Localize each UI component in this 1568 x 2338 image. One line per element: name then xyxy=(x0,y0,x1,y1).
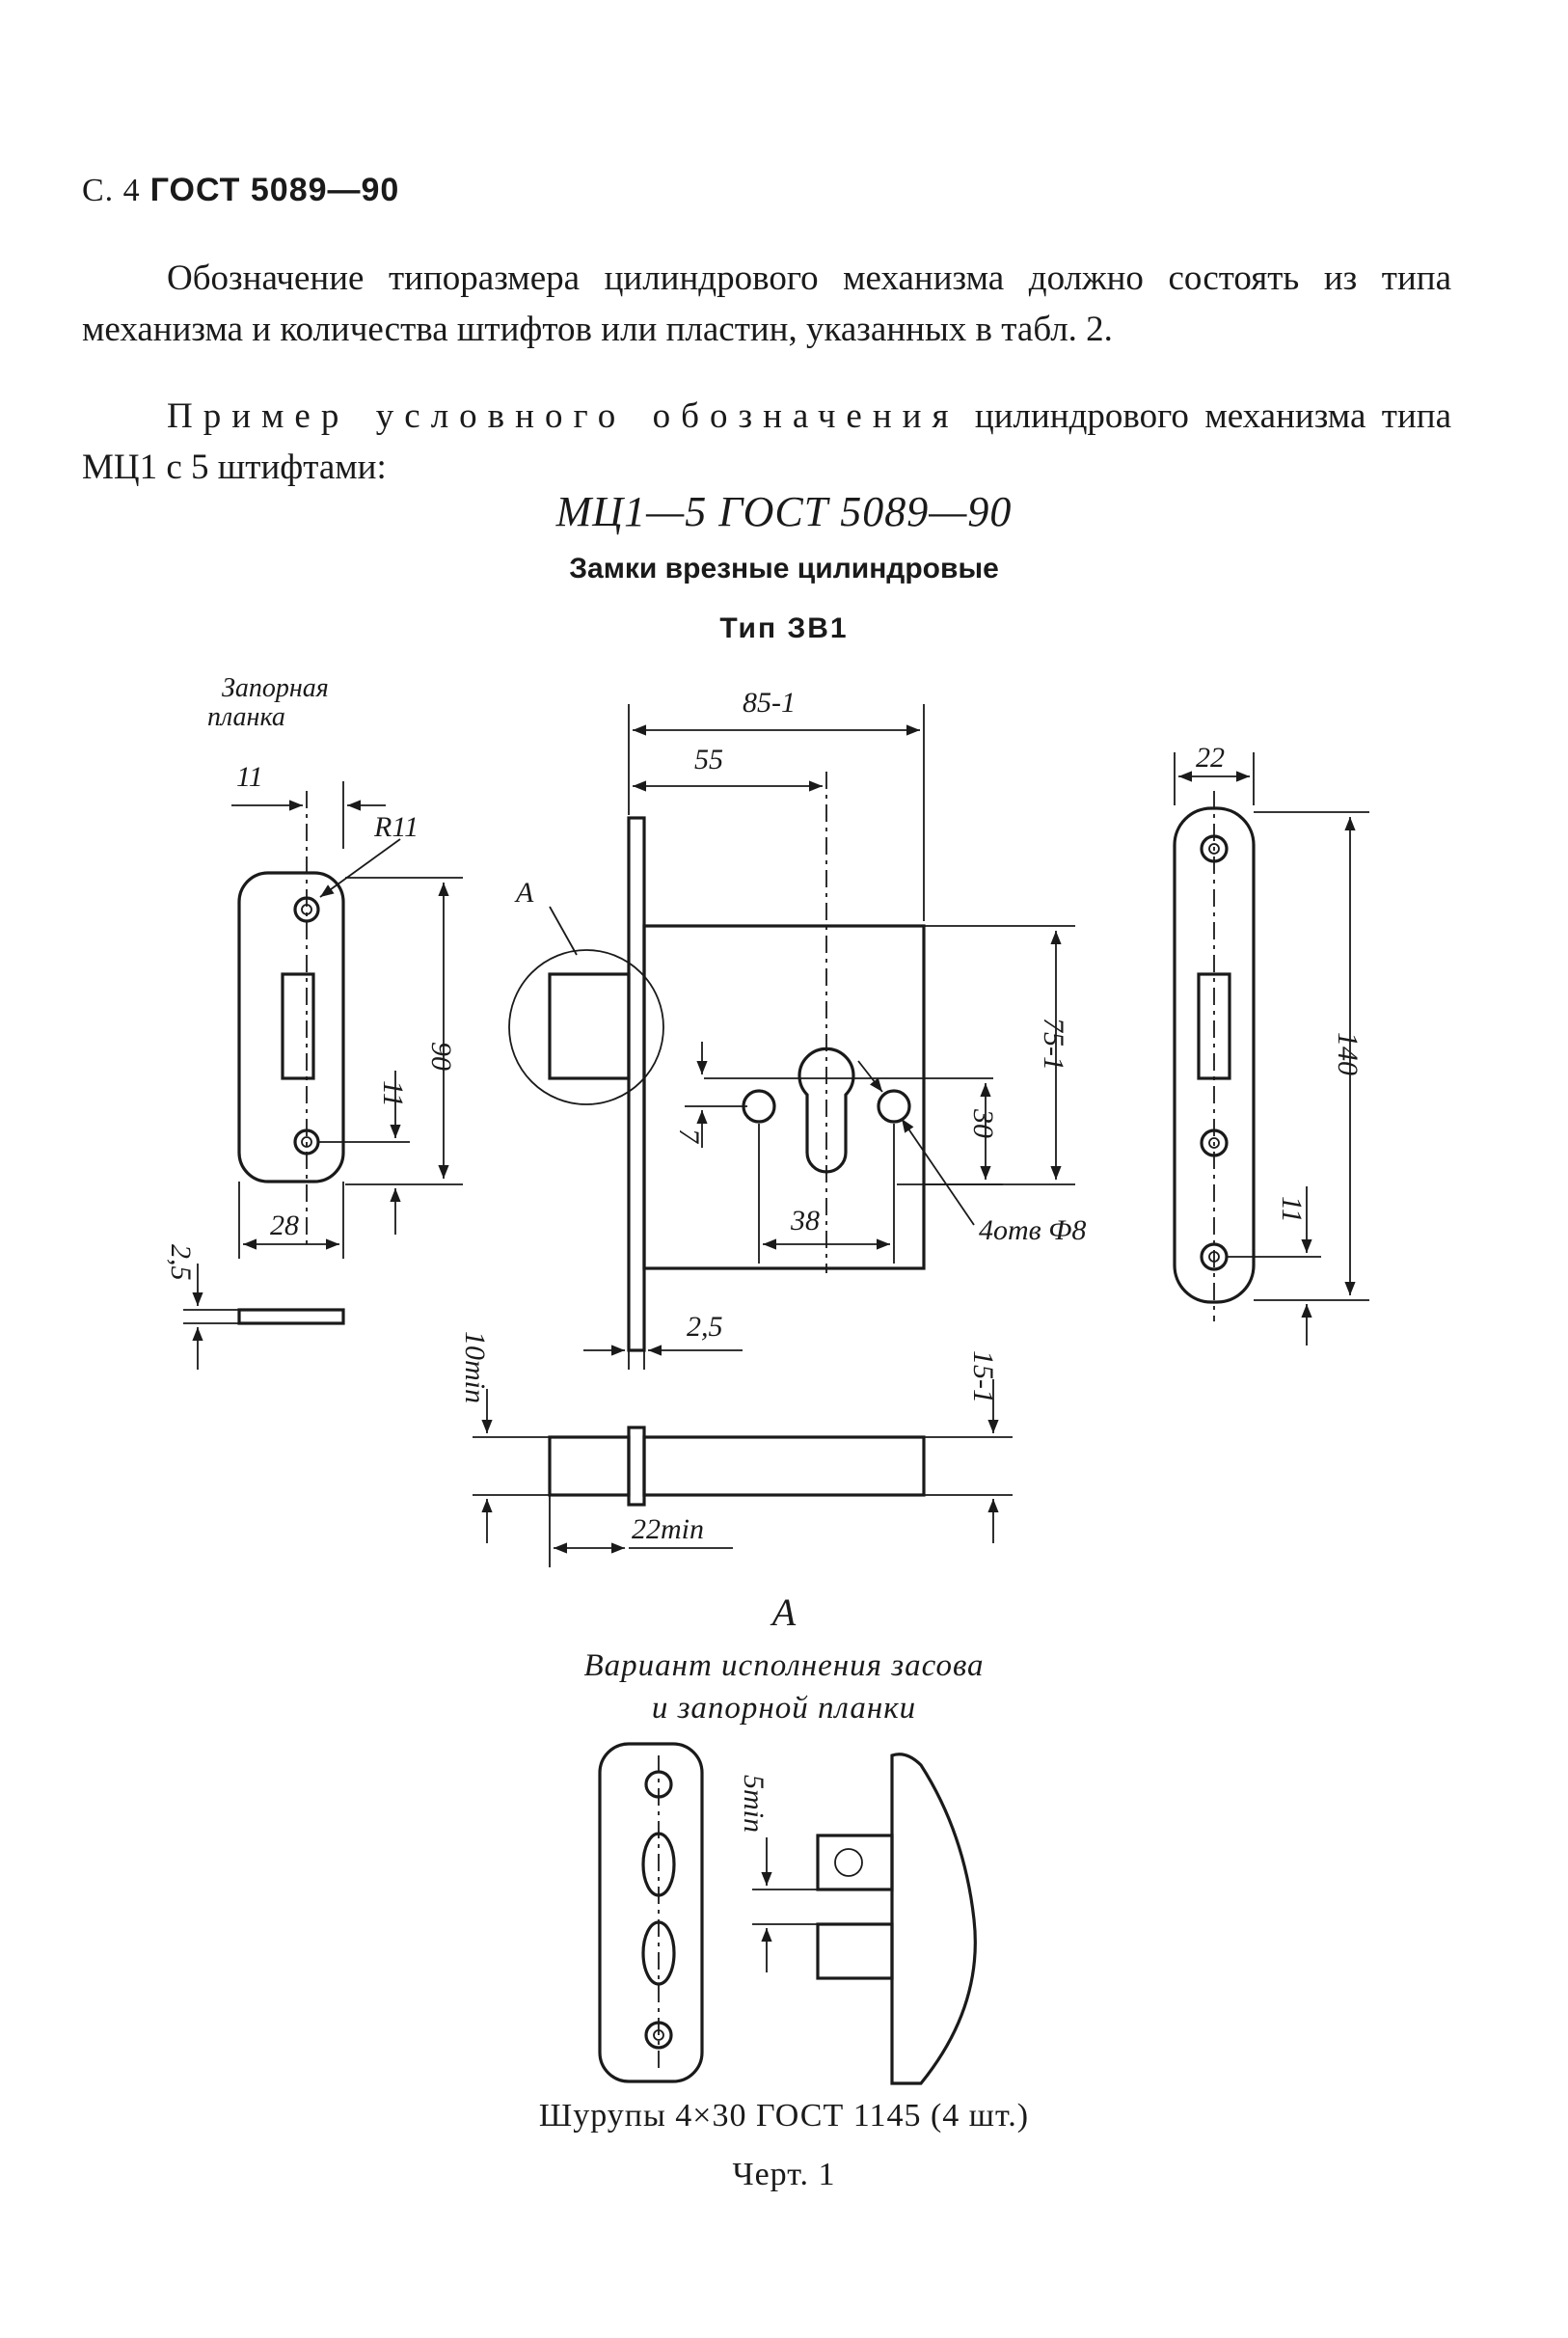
dim-15: 15-1 xyxy=(967,1350,999,1403)
variant-caption-line-1: Вариант исполнения засова xyxy=(583,1648,985,1683)
strike-plate-label-2: планка xyxy=(207,702,285,732)
variant-bolt-lower xyxy=(816,1922,894,1980)
variant-caption-line-2: и запорной планки xyxy=(651,1691,917,1726)
strike-plate-label-1: Запорная xyxy=(222,673,329,703)
drawing-title: Замки врезные цилиндровые xyxy=(569,553,999,584)
variant-caption: Вариант исполнения засова и запорной пла… xyxy=(0,1645,1568,1729)
dim-85: 85-1 xyxy=(743,687,796,719)
detail-circle-a xyxy=(508,949,664,1105)
cylinder-hole xyxy=(798,1047,855,1174)
dim-2-5-plate: 2,5 xyxy=(165,1244,197,1281)
strike-plate-thickness xyxy=(237,1308,345,1325)
dim-11-top: 11 xyxy=(236,761,263,793)
dim-11-bottom: 11 xyxy=(377,1080,409,1107)
dim-11-faceplate: 11 xyxy=(1276,1196,1308,1223)
view-a-label: А xyxy=(771,1590,797,1634)
lock-body: А 85-1 55 75-1 30 7 38 xyxy=(508,687,1086,1370)
variant-bolt-plate xyxy=(890,1753,977,2085)
example-rest: цилиндрового механизма типа МЦ1 с 5 штиф… xyxy=(82,396,1452,487)
strike-plate-slot xyxy=(281,972,315,1080)
dim-2-5-faceplate: 2,5 xyxy=(687,1311,723,1343)
paragraph-example: Пример условного обозначения цилиндровог… xyxy=(82,391,1451,493)
dim-30: 30 xyxy=(967,1108,999,1138)
bolt-section: 10min 15-1 22min xyxy=(459,1331,1013,1567)
variant-strike-plate xyxy=(598,1742,704,2083)
paragraph-designation-rule: Обозначение типоразмера цилиндрового мех… xyxy=(82,258,1451,349)
page-number: С. 4 xyxy=(82,173,141,208)
drawing-subtitle: Тип ЗВ1 xyxy=(719,612,849,644)
dim-5min: 5min xyxy=(738,1775,770,1833)
bolt-section-left xyxy=(548,1435,631,1497)
dim-140: 140 xyxy=(1332,1032,1364,1075)
fixing-hole-right xyxy=(877,1089,911,1124)
dim-10min: 10min xyxy=(459,1331,491,1403)
dim-75: 75-1 xyxy=(1038,1018,1069,1071)
dim-22: 22 xyxy=(1196,742,1225,774)
example-designation: МЦ1—5 ГОСТ 5089—90 xyxy=(555,488,1013,535)
strike-plate: Запорная планка 11 R11 90 11 28 xyxy=(165,673,463,1370)
strike-plate-body xyxy=(237,871,345,1183)
lock-case xyxy=(642,924,926,1270)
bolt xyxy=(548,972,631,1080)
dim-38: 38 xyxy=(790,1205,820,1237)
screws-note: Шурупы 4×30 ГОСТ 1145 (4 шт.) xyxy=(538,2098,1030,2134)
dim-22min: 22min xyxy=(632,1513,704,1545)
fixing-hole-left xyxy=(742,1089,776,1124)
variant-bolt-upper xyxy=(816,1834,894,1891)
standard-number: ГОСТ 5089—90 xyxy=(149,172,400,208)
example-lead: Пример условного обозначения xyxy=(167,396,960,436)
dim-28: 28 xyxy=(270,1210,299,1241)
dim-7: 7 xyxy=(673,1128,705,1145)
dim-55: 55 xyxy=(694,744,723,775)
dim-90: 90 xyxy=(425,1042,457,1071)
faceplate-front: 22 140 11 xyxy=(1173,742,1369,1346)
detail-label-a: А xyxy=(514,877,534,909)
dim-holes: 4отв Ф8 xyxy=(979,1214,1086,1246)
faceplate xyxy=(627,816,646,1352)
variant-a-drawing: 5min xyxy=(598,1742,977,2085)
bolt-section-case xyxy=(642,1435,926,1497)
dim-r11: R11 xyxy=(373,811,419,843)
figure-caption: Черт. 1 xyxy=(732,2157,836,2192)
